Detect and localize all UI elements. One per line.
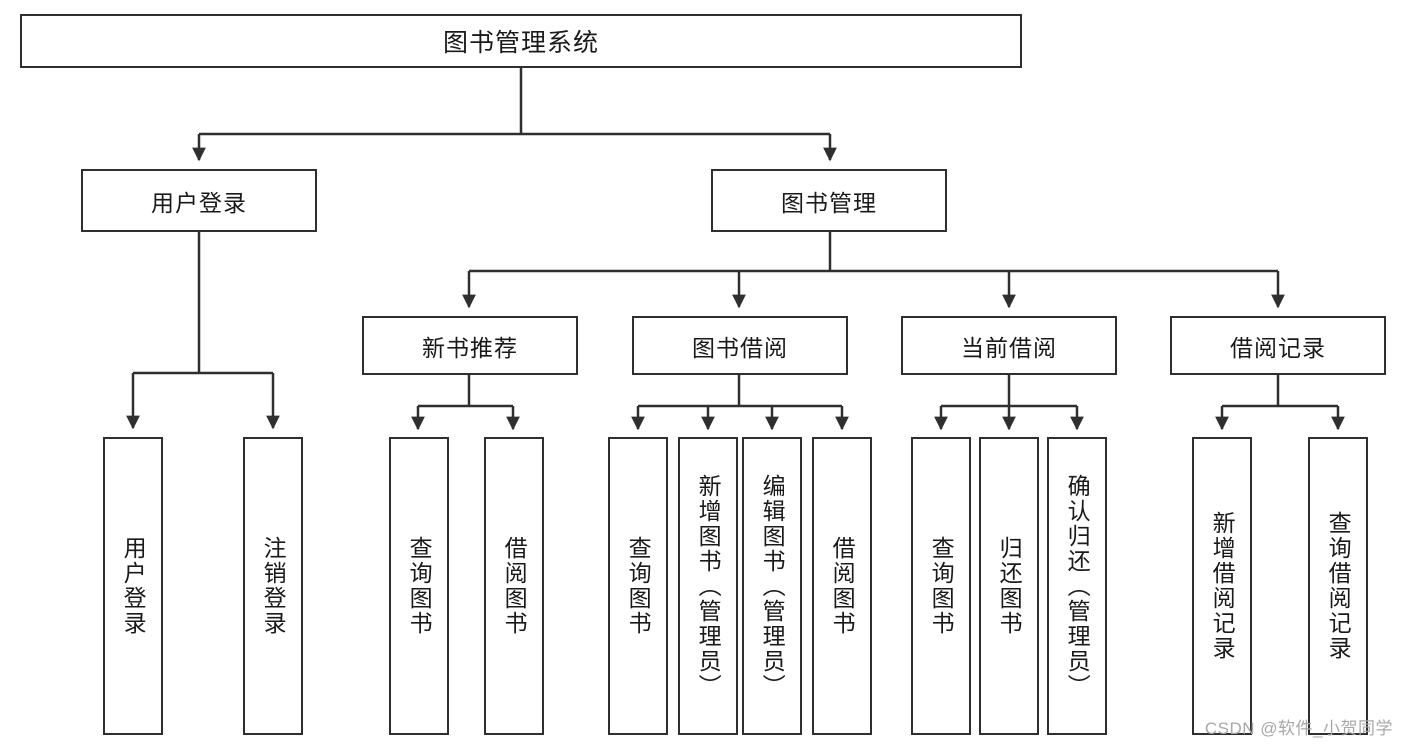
leaf-current-borrow-return[interactable]: 归还图书 — [979, 437, 1039, 735]
node-label: 借阅图书 — [501, 536, 528, 636]
node-label: 用户登录 — [151, 189, 247, 216]
csdn-watermark: CSDN @软件_小贺同学 — [1204, 719, 1393, 738]
node-label: 新书推荐 — [422, 334, 518, 361]
leaf-user-login-signout[interactable]: 注销登录 — [243, 437, 303, 735]
node-label: 用户登录 — [120, 536, 147, 636]
node-borrow-record[interactable]: 借阅记录 — [1170, 316, 1386, 375]
leaf-current-borrow-query[interactable]: 查询图书 — [911, 437, 971, 735]
leaf-user-login-signin[interactable]: 用户登录 — [103, 437, 163, 735]
node-label: 查询图书 — [928, 536, 955, 636]
leaf-book-borrow-lend[interactable]: 借阅图书 — [812, 437, 872, 735]
node-root-system[interactable]: 图书管理系统 — [20, 14, 1022, 68]
node-label: 编辑图书（管理员） — [759, 473, 786, 699]
node-label: 新增图书（管理员） — [695, 473, 722, 699]
node-label: 查询图书 — [406, 536, 433, 636]
leaf-book-borrow-query[interactable]: 查询图书 — [608, 437, 668, 735]
node-label: 图书管理系统 — [442, 29, 599, 57]
node-label: 查询图书 — [625, 536, 652, 636]
node-label: 借阅图书 — [829, 536, 856, 636]
node-current-borrow[interactable]: 当前借阅 — [901, 316, 1117, 375]
node-label: 归还图书 — [996, 536, 1023, 636]
node-label: 借阅记录 — [1230, 334, 1326, 361]
node-label: 查询借阅记录 — [1325, 511, 1352, 661]
leaf-current-borrow-confirm-return[interactable]: 确认归还（管理员） — [1047, 437, 1107, 735]
node-new-book-recommend[interactable]: 新书推荐 — [362, 316, 578, 375]
leaf-borrow-record-add[interactable]: 新增借阅记录 — [1192, 437, 1252, 735]
node-book-borrow[interactable]: 图书借阅 — [632, 316, 848, 375]
leaf-book-borrow-edit[interactable]: 编辑图书（管理员） — [742, 437, 802, 735]
leaf-new-book-borrow[interactable]: 借阅图书 — [484, 437, 544, 735]
node-label: 图书借阅 — [692, 334, 788, 361]
node-book-management[interactable]: 图书管理 — [711, 169, 947, 232]
leaf-borrow-record-query[interactable]: 查询借阅记录 — [1308, 437, 1368, 735]
node-label: 注销登录 — [260, 536, 287, 636]
leaf-book-borrow-add[interactable]: 新增图书（管理员） — [678, 437, 738, 735]
node-label: 图书管理 — [781, 189, 877, 216]
leaf-new-book-query[interactable]: 查询图书 — [389, 437, 449, 735]
node-user-login[interactable]: 用户登录 — [81, 169, 317, 232]
node-label: 当前借阅 — [961, 334, 1057, 361]
node-label: 新增借阅记录 — [1209, 511, 1236, 661]
node-label: 确认归还（管理员） — [1064, 473, 1091, 699]
